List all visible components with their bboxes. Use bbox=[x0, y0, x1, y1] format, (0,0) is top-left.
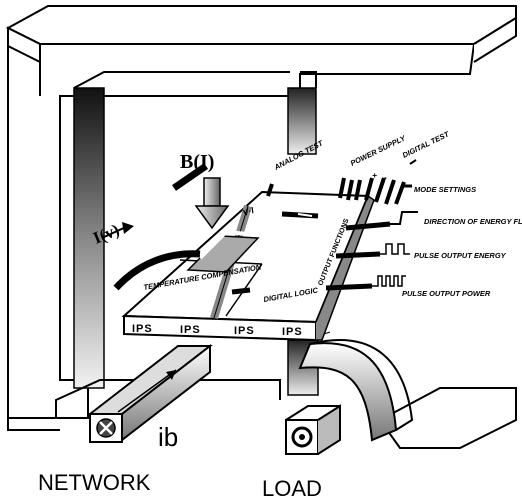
network-label: NETWORK bbox=[38, 470, 151, 495]
pulse-energy-waveform bbox=[380, 244, 410, 254]
power-supply-label: POWER SUPPLY bbox=[349, 133, 408, 168]
b-field-arrow bbox=[196, 178, 228, 228]
iv-arrow bbox=[122, 222, 134, 234]
pulse-power-label: PULSE OUTPUT POWER bbox=[402, 289, 491, 298]
minus-sign: - bbox=[384, 172, 387, 182]
load-label: LOAD bbox=[262, 476, 322, 498]
plus-sign: + bbox=[372, 170, 377, 180]
digital-test-label: DIGITAL TEST bbox=[401, 129, 452, 160]
ips-label-2: IPS bbox=[180, 324, 201, 336]
direction-waveform bbox=[390, 212, 418, 224]
mode-settings-label: MODE SETTINGS bbox=[414, 185, 476, 194]
ib-label: ib bbox=[158, 422, 178, 452]
b-field-label: B(I) bbox=[180, 151, 214, 173]
ips-label-1: IPS bbox=[132, 323, 153, 335]
network-conductor bbox=[90, 346, 210, 442]
pulse-energy-label: PULSE OUTPUT ENERGY bbox=[414, 251, 507, 260]
ips-label-4: IPS bbox=[282, 326, 303, 338]
pulse-power-waveform bbox=[372, 276, 406, 286]
ips-label-3: IPS bbox=[234, 325, 255, 337]
direction-label: DIRECTION OF ENERGY FLOW bbox=[424, 217, 522, 226]
